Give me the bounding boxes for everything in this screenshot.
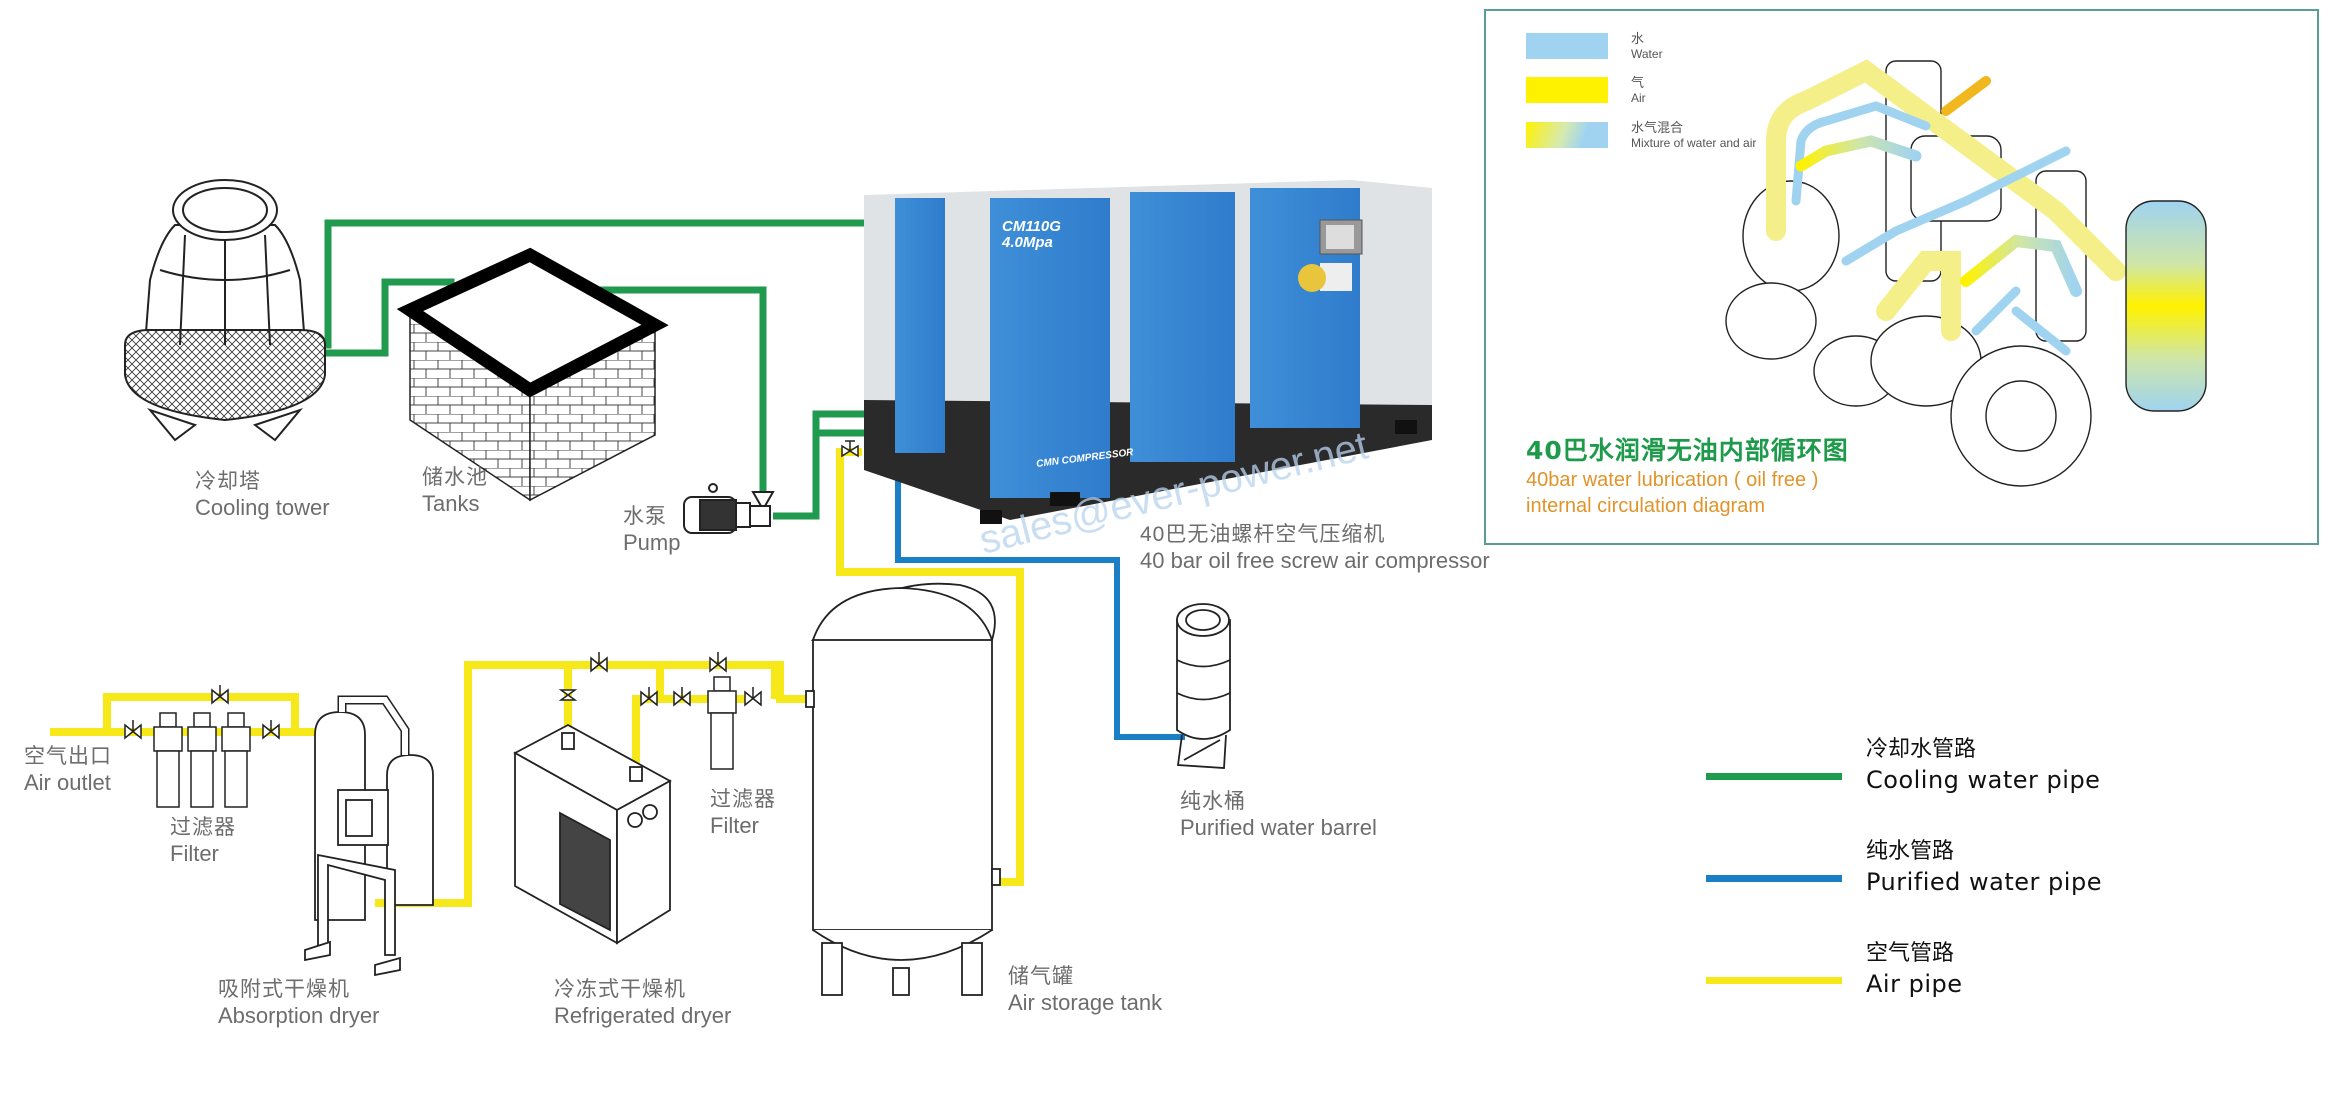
purified-water-barrel-icon xyxy=(1176,603,1231,769)
absorption-dryer-label-en: Absorption dryer xyxy=(218,1002,380,1028)
air-storage-tank-icon xyxy=(805,582,1001,996)
compressor-label: 40巴无油螺杆空气压缩机 40 bar oil free screw air c… xyxy=(1140,523,1490,574)
inset-key-swatch-mixture xyxy=(1526,122,1608,148)
legend-label-en: Purified water pipe xyxy=(1866,867,2102,896)
absorption-dryer-icon xyxy=(304,695,434,977)
legend-swatch-cooling-water xyxy=(1706,773,1842,780)
water-tank-icon xyxy=(396,247,669,502)
air-pipe-tank-to-refrigerated-dryer xyxy=(375,661,810,907)
cooling-tower-label-en: Cooling tower xyxy=(195,494,330,520)
refrigerated-dryer-label: 冷冻式干燥机 Refrigerated dryer xyxy=(554,978,731,1029)
valve-icon xyxy=(558,689,578,701)
filter-left-label: 过滤器 Filter xyxy=(170,816,236,867)
valves xyxy=(124,440,859,740)
pump-label-en: Pump xyxy=(623,529,681,555)
compressor-label-zh: 40巴无油螺杆空气压缩机 xyxy=(1140,523,1386,546)
legend-swatch-air xyxy=(1706,977,1842,984)
air-storage-tank-label-en: Air storage tank xyxy=(1008,989,1163,1015)
inset-key-swatch-water xyxy=(1526,33,1608,59)
valve-icon xyxy=(744,687,762,707)
compressor-model-label: CM110G xyxy=(1002,218,1061,235)
valve-icon xyxy=(590,652,608,673)
purified-water-barrel-label-en: Purified water barrel xyxy=(1180,814,1377,840)
refrigerated-dryer-icon xyxy=(513,723,672,945)
inset-title: 40巴水润滑无油内部循环图 40bar water lubrication ( … xyxy=(1526,431,1849,519)
filter-left-label-zh: 过滤器 xyxy=(170,816,236,839)
legend-item-air: 空气管路 Air pipe xyxy=(1706,940,2126,1020)
valve-icon xyxy=(673,687,691,707)
tanks-label: 储水池 Tanks xyxy=(422,466,488,517)
air-storage-tank-label-zh: 储气罐 xyxy=(1008,965,1074,988)
valve-icon xyxy=(709,652,727,673)
compressor-internal-drawing xyxy=(1725,59,2207,487)
legend-label-en: Air pipe xyxy=(1866,969,1963,998)
cooling-tower-icon xyxy=(124,179,326,442)
legend-label-en: Cooling water pipe xyxy=(1866,765,2101,794)
inset-title-zh: 40巴水润滑无油内部循环图 xyxy=(1526,436,1849,465)
filter-left-label-en: Filter xyxy=(170,840,219,866)
inset-key-label-zh: 水气混合 xyxy=(1631,120,1684,135)
inset-key-label-zh: 水 xyxy=(1631,31,1645,46)
cooling-tower-label: 冷却塔 Cooling tower xyxy=(195,470,330,521)
absorption-dryer-label-zh: 吸附式干燥机 xyxy=(218,978,350,1001)
air-outlet-label: 空气出口 Air outlet xyxy=(24,745,112,796)
legend-label-zh: 空气管路 xyxy=(1866,941,1955,966)
inset-title-en-line1: 40bar water lubrication ( oil free ) xyxy=(1526,469,1819,491)
inset-key-label-zh: 气 xyxy=(1631,75,1645,90)
internal-circulation-inset: 水 Water 气 Air 水气混合 Mixture of water and … xyxy=(1484,9,2319,545)
air-outlet-label-zh: 空气出口 xyxy=(24,745,112,768)
purified-water-barrel-label-zh: 纯水桶 xyxy=(1180,790,1246,813)
valve-icon xyxy=(124,720,142,740)
legend-label-zh: 冷却水管路 xyxy=(1866,737,1977,762)
tanks-label-zh: 储水池 xyxy=(422,466,488,489)
valve-icon xyxy=(211,685,229,705)
inset-key-label-en: Air xyxy=(1631,91,1646,106)
purified-water-pipe xyxy=(895,480,1185,740)
inset-title-en-line2: internal circulation diagram xyxy=(1526,495,1766,517)
valve-icon xyxy=(262,720,280,740)
compressor-pressure-label: 4.0Mpa xyxy=(1002,234,1053,251)
compressor-icon xyxy=(864,180,1432,524)
absorption-dryer-label: 吸附式干燥机 Absorption dryer xyxy=(218,978,379,1029)
separator-tank xyxy=(2125,200,2207,412)
refrigerated-dryer-label-en: Refrigerated dryer xyxy=(554,1002,732,1028)
purified-water-barrel-label: 纯水桶 Purified water barrel xyxy=(1180,790,1377,841)
valve-icon xyxy=(841,440,859,458)
inset-key-label-en: Mixture of water and air xyxy=(1631,136,1757,151)
legend-item-purified-water: 纯水管路 Purified water pipe xyxy=(1706,838,2126,918)
valve-icon xyxy=(640,687,658,707)
legend-item-cooling-water: 冷却水管路 Cooling water pipe xyxy=(1706,736,2126,816)
filter-right-label-zh: 过滤器 xyxy=(710,788,776,811)
legend-label-zh: 纯水管路 xyxy=(1866,839,1955,864)
filter-group-left-icon xyxy=(153,712,251,808)
pump-icon xyxy=(683,483,775,534)
air-storage-tank-label: 储气罐 Air storage tank xyxy=(1008,965,1162,1016)
inset-key-swatch-air xyxy=(1526,77,1608,103)
filter-right-label-en: Filter xyxy=(710,812,759,838)
pump-label-zh: 水泵 xyxy=(623,505,667,528)
pump-label: 水泵 Pump xyxy=(623,505,680,556)
air-outlet-label-en: Air outlet xyxy=(24,769,111,795)
cooling-tower-label-zh: 冷却塔 xyxy=(195,470,261,493)
inset-key-label-en: Water xyxy=(1631,47,1663,62)
compressor-label-en: 40 bar oil free screw air compressor xyxy=(1140,547,1490,573)
cooling-pipe-pump-to-compressor xyxy=(773,410,868,520)
refrigerated-dryer-label-zh: 冷冻式干燥机 xyxy=(554,978,686,1001)
filter-right-icon xyxy=(707,676,737,770)
tanks-label-en: Tanks xyxy=(422,490,480,516)
filter-right-label: 过滤器 Filter xyxy=(710,788,776,839)
legend-swatch-purified-water xyxy=(1706,875,1842,882)
